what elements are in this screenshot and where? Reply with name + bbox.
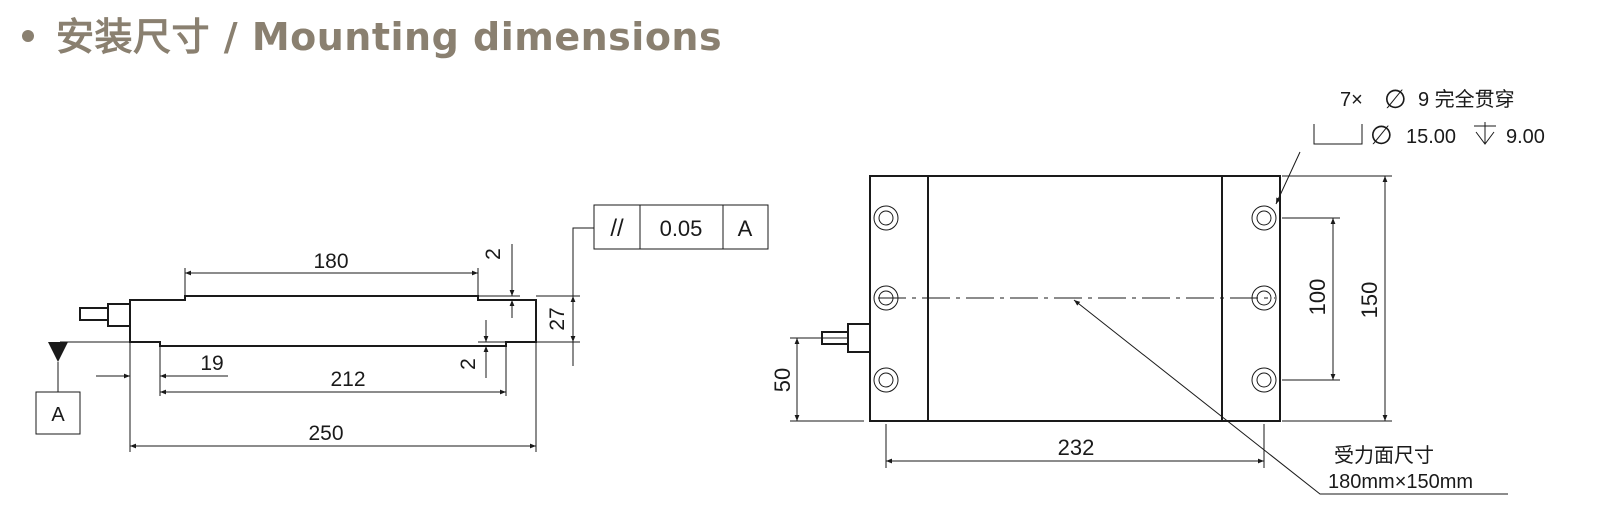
diameter-icon: ∅ bbox=[1370, 120, 1393, 150]
datum-triangle-icon bbox=[48, 342, 68, 362]
dim-connector: 50 bbox=[770, 368, 795, 392]
tolerance-datum: A bbox=[738, 216, 753, 241]
depth-icon bbox=[1474, 122, 1496, 145]
mounting-holes bbox=[873, 205, 1277, 393]
mounting-hole bbox=[873, 367, 899, 393]
datum-label: A bbox=[51, 404, 65, 426]
dim-hole-spacing: 100 bbox=[1305, 279, 1330, 316]
dim-top-length: 180 bbox=[313, 250, 348, 273]
datum-box bbox=[35, 391, 81, 435]
hole-callout-leader bbox=[1275, 151, 1301, 205]
dim-width: 232 bbox=[1058, 435, 1095, 460]
mounting-hole bbox=[1251, 285, 1277, 311]
mounting-hole bbox=[873, 205, 899, 231]
top-view: 7× ∅ 9 完全贯穿 ∅ 15.00 9.00 100 150 50 23 bbox=[770, 84, 1545, 495]
side-view: A 180 2 27 // 0.05 A 2 bbox=[35, 204, 769, 452]
bullet-icon bbox=[22, 29, 34, 42]
dim-height: 27 bbox=[546, 307, 569, 330]
parallelism-icon: // bbox=[610, 215, 624, 242]
dim-bottom-length: 212 bbox=[330, 368, 365, 391]
mounting-hole bbox=[873, 285, 899, 311]
tolerance-frame bbox=[593, 204, 769, 250]
side-shaft bbox=[79, 307, 109, 321]
counterbore-diameter: 15.00 bbox=[1406, 126, 1456, 148]
side-body-outline bbox=[129, 295, 537, 347]
tolerance-value: 0.05 bbox=[660, 216, 703, 241]
note-size: 180mm×150mm bbox=[1328, 471, 1473, 493]
mounting-hole bbox=[1251, 367, 1277, 393]
dim-step-top: 2 bbox=[482, 248, 505, 260]
tolerance-leader bbox=[572, 227, 594, 296]
note-leader bbox=[1073, 299, 1508, 495]
top-body-outline bbox=[869, 175, 1281, 422]
side-shaft-collar bbox=[107, 303, 131, 327]
dim-step-bottom: 2 bbox=[457, 358, 480, 370]
note-title: 受力面尺寸 bbox=[1334, 444, 1434, 467]
hole-count: 7× bbox=[1340, 89, 1363, 111]
diameter-icon: ∅ bbox=[1384, 84, 1407, 114]
counterbore-icon bbox=[1313, 124, 1363, 145]
dim-offset: 19 bbox=[200, 352, 223, 375]
page-title-text: 安装尺寸 / Mounting dimensions bbox=[56, 15, 723, 59]
top-shaft-collar bbox=[847, 323, 871, 353]
dim-height: 150 bbox=[1357, 282, 1382, 319]
mounting-hole bbox=[1251, 205, 1277, 231]
page-title: 安装尺寸 / Mounting dimensions bbox=[22, 6, 722, 61]
dim-total-length: 250 bbox=[308, 422, 343, 445]
counterbore-depth: 9.00 bbox=[1506, 126, 1545, 148]
hole-spec: 9 完全贯穿 bbox=[1418, 88, 1515, 111]
